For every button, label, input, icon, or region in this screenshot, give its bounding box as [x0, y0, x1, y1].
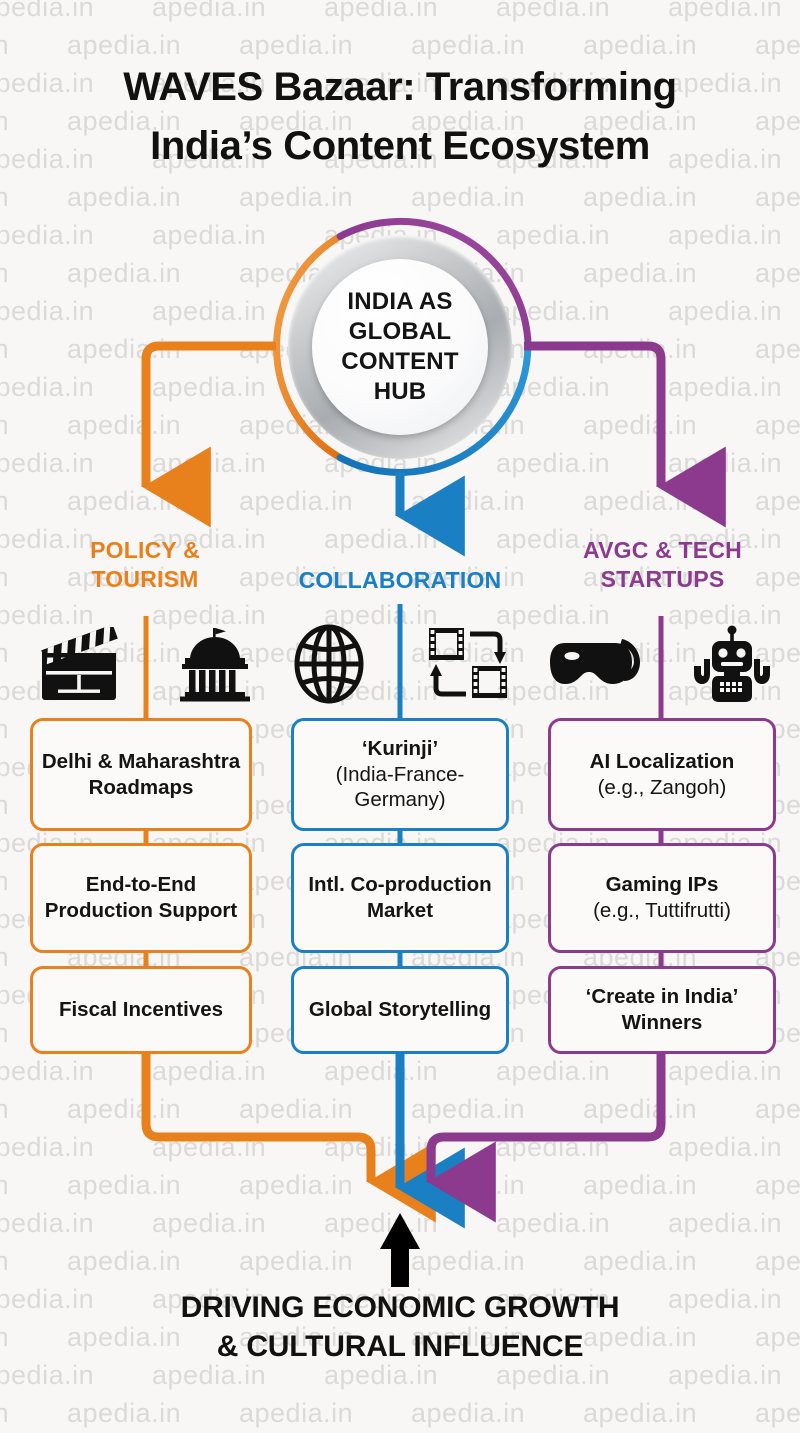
- card-fiscal-incentives[interactable]: Fiscal Incentives: [30, 966, 252, 1054]
- card-text: Global Storytelling: [308, 998, 492, 1022]
- card-ai-localization[interactable]: AI Localization (e.g., Zangoh): [548, 718, 776, 831]
- page-title: WAVES Bazaar: Transforming India’s Conte…: [0, 58, 800, 176]
- column-header-collaboration: COLLABORATION: [285, 566, 515, 595]
- column-header-avgc-tech-startups: AVGC & TECH STARTUPS: [540, 536, 785, 595]
- column-header-line1: COLLABORATION: [298, 567, 502, 593]
- globe-icon: [292, 624, 366, 704]
- card-title: AI Localization: [589, 749, 735, 773]
- clapperboard-icon: [36, 627, 122, 701]
- card-text: AI Localization (e.g., Zangoh): [590, 749, 735, 800]
- column-header-line1: AVGC & TECH: [583, 537, 742, 563]
- hub-label-line2: GLOBAL: [348, 317, 452, 345]
- column-header-policy-tourism: POLICY & TOURISM: [30, 536, 260, 595]
- card-subtitle: (e.g., Tuttifrutti): [593, 899, 731, 922]
- hub-label-line4: HUB: [373, 378, 427, 406]
- card-delhi-maharashtra-roadmaps[interactable]: Delhi & Maharashtra Roadmaps: [30, 718, 252, 831]
- hub-label-line3: CONTENT: [341, 348, 459, 375]
- icon-row-avgc-tech-startups: [548, 622, 776, 706]
- card-intl-co-production-market[interactable]: Intl. Co-production Market: [291, 843, 509, 953]
- card-global-storytelling[interactable]: Global Storytelling: [291, 966, 509, 1054]
- card-gaming-ips[interactable]: Gaming IPs (e.g., Tuttifrutti): [548, 843, 776, 953]
- column-header-line2: STARTUPS: [600, 566, 725, 593]
- central-hub: INDIA AS GLOBAL CONTENT HUB: [272, 219, 528, 475]
- card-text: End-to-End Production Support: [44, 873, 238, 922]
- footer-outcome: DRIVING ECONOMIC GROWTH & CULTURAL INFLU…: [0, 1288, 800, 1366]
- card-text: ‘Kurinji’ (India-France-Germany): [302, 736, 498, 813]
- hub-label: INDIA AS GLOBAL CONTENT HUB: [341, 287, 458, 408]
- card-text: ‘Create in India’ Winners: [585, 985, 739, 1034]
- footer-line1: DRIVING ECONOMIC GROWTH: [180, 1291, 620, 1324]
- icon-row-policy-tourism: [36, 622, 254, 706]
- hub-inner-disc: INDIA AS GLOBAL CONTENT HUB: [312, 259, 488, 435]
- footer-line2: & CULTURAL INFLUENCE: [216, 1330, 584, 1363]
- icon-row-collaboration: [292, 622, 510, 706]
- card-text: Intl. Co-production Market: [308, 873, 492, 922]
- card-kurinji[interactable]: ‘Kurinji’ (India-France-Germany): [291, 718, 509, 831]
- government-building-icon: [176, 626, 254, 702]
- robot-icon: [688, 624, 776, 704]
- card-text: Fiscal Incentives: [58, 998, 224, 1022]
- card-text: Gaming IPs (e.g., Tuttifrutti): [593, 872, 731, 923]
- card-subtitle: (India-France-Germany): [335, 762, 465, 812]
- hub-label-line1: INDIA AS: [347, 287, 453, 315]
- card-title: ‘Kurinji’: [361, 737, 439, 761]
- vr-headset-icon: [548, 629, 644, 699]
- card-text: Delhi & Maharashtra Roadmaps: [41, 749, 241, 799]
- card-title: Gaming IPs: [605, 873, 719, 897]
- page-title-line1: WAVES Bazaar: Transforming: [123, 65, 677, 109]
- page-title-line2: India’s Content Ecosystem: [150, 124, 650, 169]
- card-subtitle: (e.g., Zangoh): [597, 775, 727, 799]
- column-header-line2: TOURISM: [91, 566, 199, 593]
- column-header-line1: POLICY &: [90, 537, 200, 563]
- film-exchange-icon: [426, 624, 510, 704]
- card-create-in-india-winners[interactable]: ‘Create in India’ Winners: [548, 966, 776, 1054]
- card-end-to-end-production-support[interactable]: End-to-End Production Support: [30, 843, 252, 953]
